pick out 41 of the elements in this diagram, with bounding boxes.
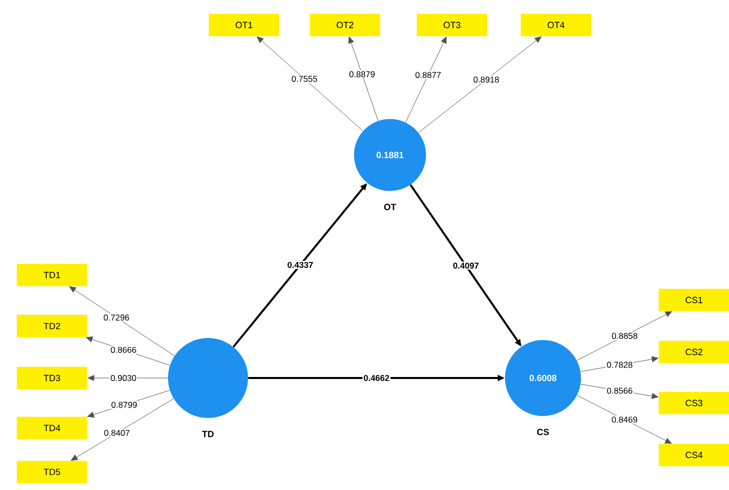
- arrow: [418, 36, 542, 133]
- construct-name: TD: [202, 430, 214, 438]
- edge-label: 0.7828: [606, 360, 634, 369]
- indicator-box: CS4: [658, 444, 729, 466]
- indicator-box: CS3: [658, 392, 729, 414]
- arrow: [405, 36, 447, 123]
- construct-name: CS: [537, 428, 549, 436]
- edge-label: 0.8666: [110, 346, 138, 354]
- arrow: [69, 286, 175, 356]
- edge-label: 0.4097: [452, 262, 480, 270]
- edge-label: 0.8879: [348, 70, 376, 78]
- edge-label: 0.8566: [606, 386, 634, 395]
- arrow: [576, 311, 672, 361]
- indicator-box: TD2: [16, 314, 88, 338]
- indicator-box: CS1: [658, 288, 729, 312]
- edge-label: 0.8918: [472, 76, 500, 84]
- indicator-box: CS2: [658, 340, 729, 364]
- indicator-box: OT1: [208, 14, 280, 36]
- indicator-box: TD5: [16, 460, 88, 484]
- arrow: [256, 36, 364, 132]
- edge-label: 0.4337: [286, 260, 314, 269]
- edge-label: 0.8799: [110, 400, 138, 409]
- edge-label: 0.8877: [414, 70, 442, 79]
- edge-label: 0.7555: [290, 74, 318, 83]
- edge-label: 0.9030: [109, 374, 138, 382]
- edge-label: 0.8858: [610, 332, 639, 340]
- indicator-box: TD4: [16, 416, 88, 440]
- construct-circle: [168, 338, 248, 418]
- edge-label: 0.7296: [102, 314, 130, 322]
- construct-name: OT: [384, 204, 396, 210]
- edge-label: 0.8407: [102, 428, 131, 437]
- indicator-box: TD3: [16, 366, 88, 390]
- edge-label: 0.4662: [362, 374, 390, 382]
- edge-label: 0.8469: [610, 416, 639, 424]
- indicator-box: TD1: [16, 264, 88, 286]
- indicator-box: OT3: [416, 14, 488, 36]
- arrow: [576, 395, 672, 444]
- indicator-box: OT2: [310, 14, 380, 36]
- indicator-box: OT4: [520, 14, 592, 36]
- arrow: [70, 398, 174, 461]
- arrow: [348, 36, 378, 122]
